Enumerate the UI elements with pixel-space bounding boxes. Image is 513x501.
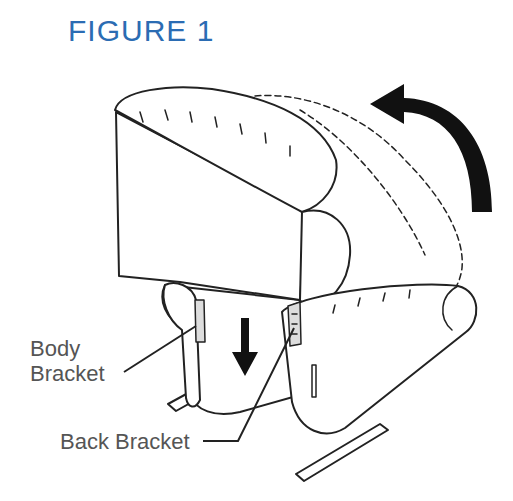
figure-title: FIGURE 1 xyxy=(68,14,214,48)
part-label: Back Bracket xyxy=(60,429,210,454)
part-label: Body Bracket xyxy=(30,336,126,386)
